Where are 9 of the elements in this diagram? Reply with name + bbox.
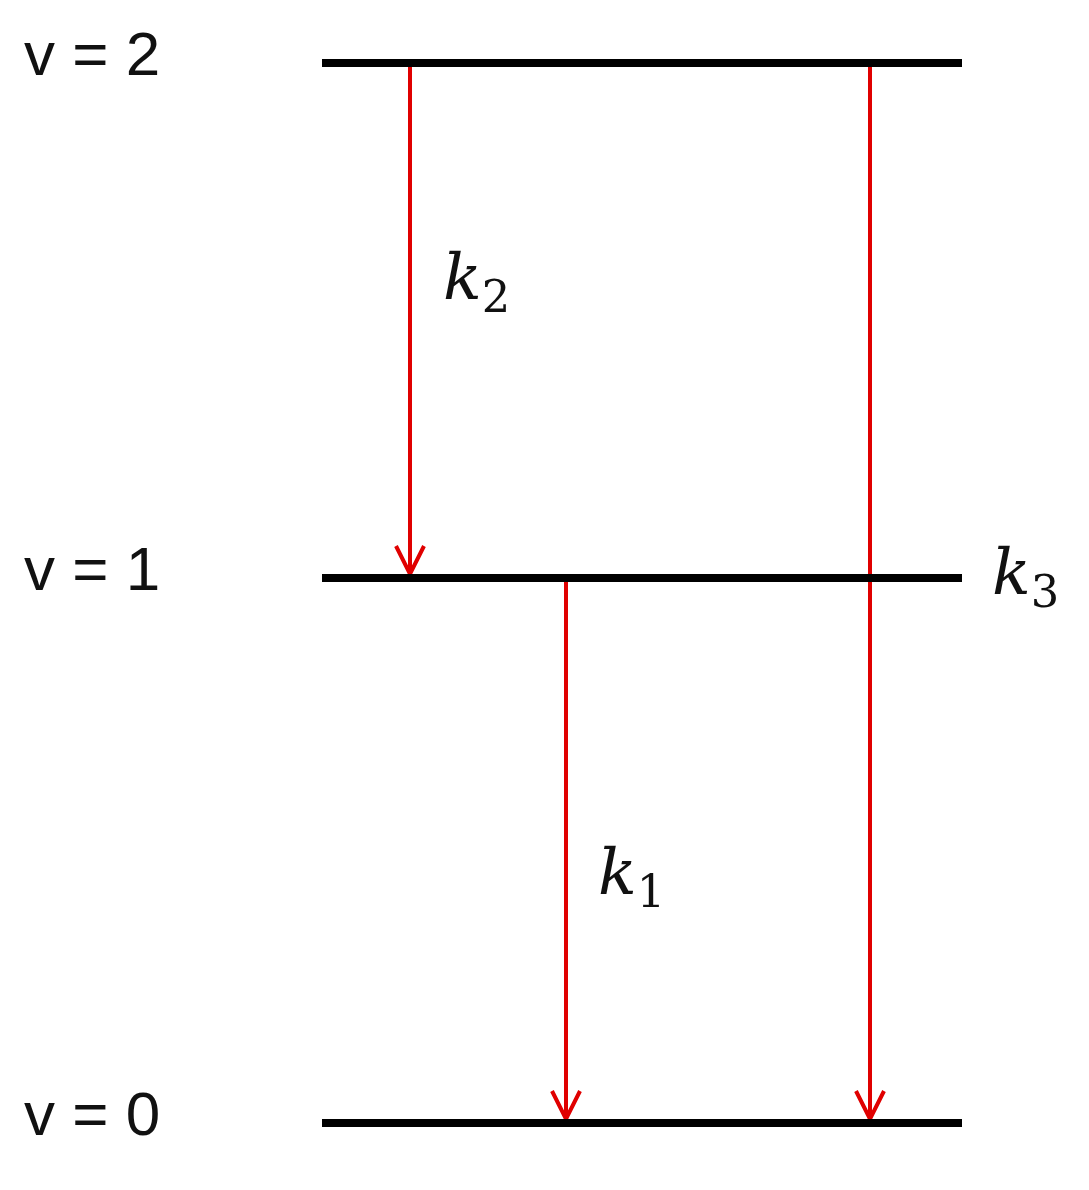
level-label: v = 1 [24,538,161,600]
rate-constant-label: k$_{3}$ [992,540,1060,616]
arrow [394,67,426,576]
rate-constant-label: k$_{1}$ [598,840,666,916]
level-label: v = 2 [24,23,161,85]
level-label: v = 0 [24,1083,161,1145]
arrow [854,67,886,1121]
arrow [550,582,582,1121]
rate-constant-label: k$_{2}$ [443,245,511,321]
